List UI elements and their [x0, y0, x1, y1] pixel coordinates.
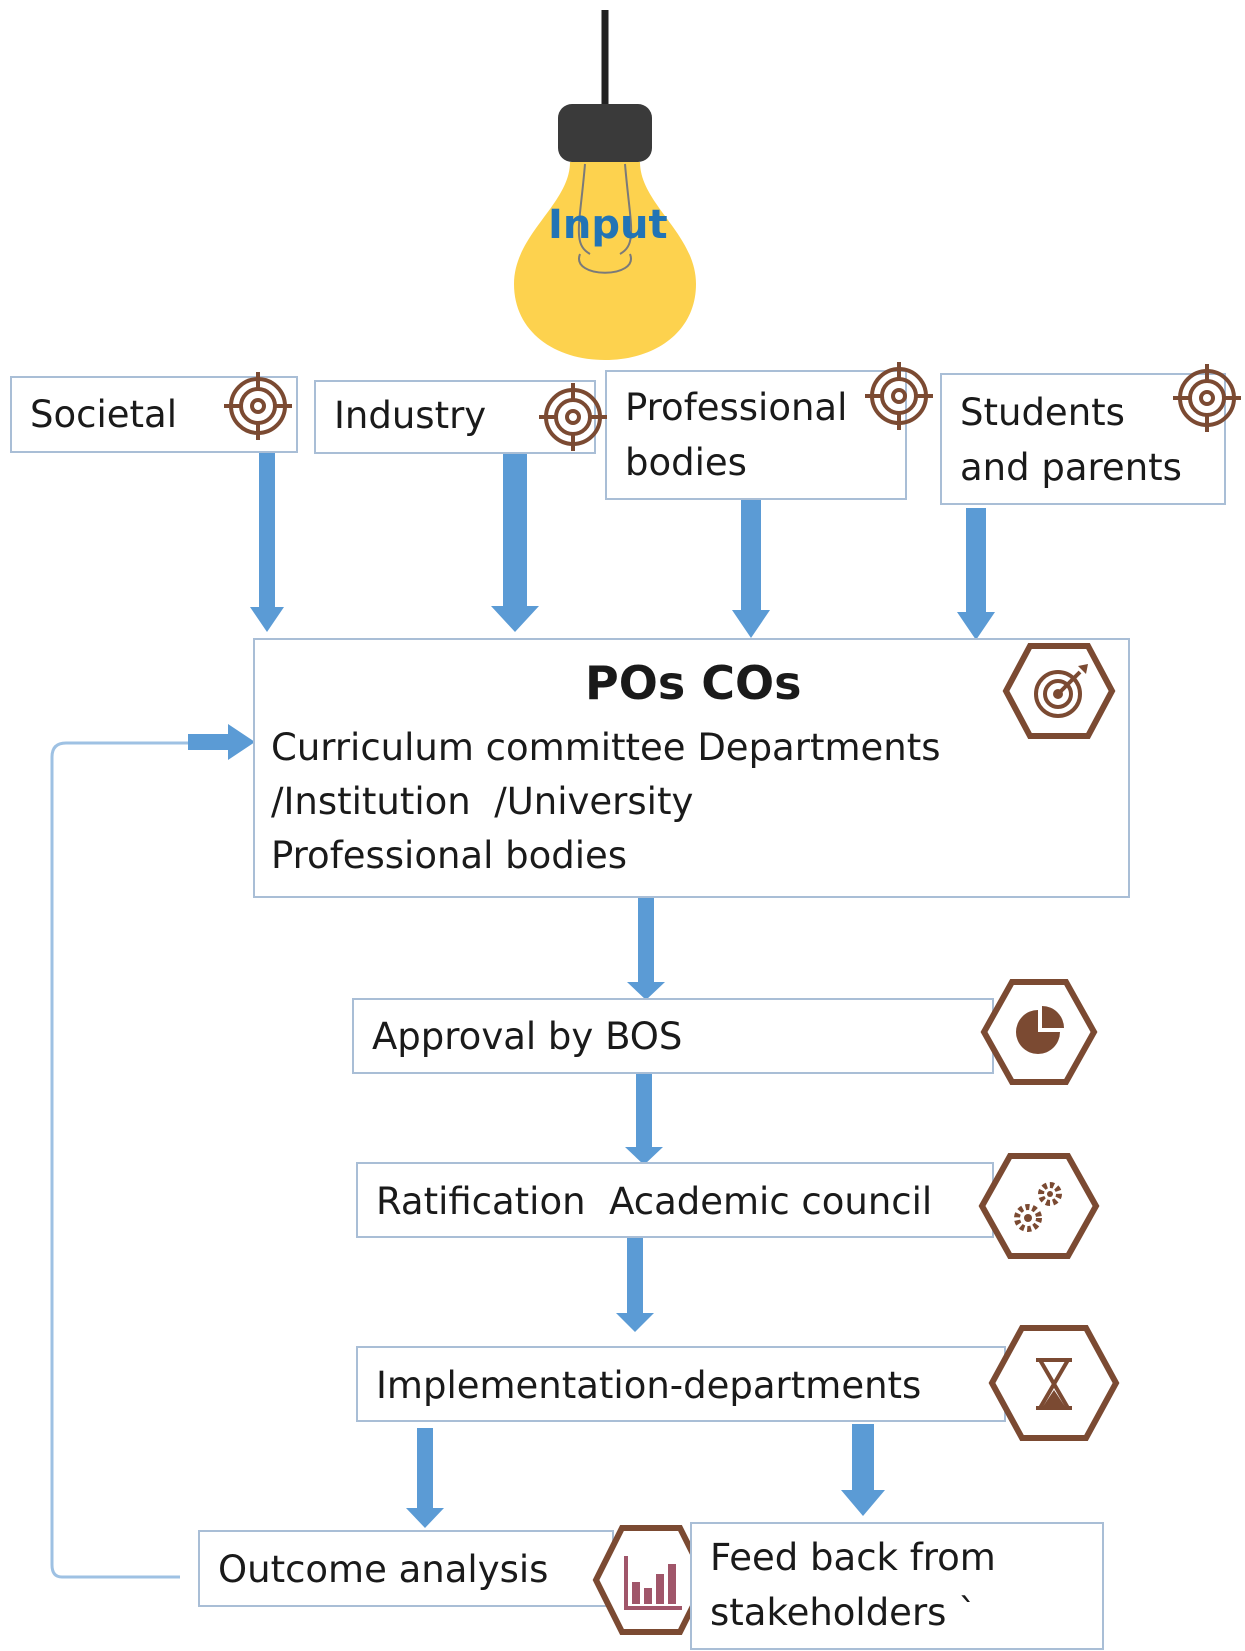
input-label-line-1: Students	[960, 391, 1125, 434]
gears-icon	[978, 1153, 1100, 1259]
bar-chart-icon	[592, 1525, 710, 1635]
arrow-ratification-to-implementation	[616, 1237, 654, 1332]
step-box-ratification: Ratification Academic council	[356, 1162, 994, 1238]
step-box-approval: Approval by BOS	[352, 998, 994, 1074]
arrow-implementation-to-feedback	[841, 1424, 885, 1516]
input-box-professional-bodies: Professional bodies	[605, 370, 907, 500]
input-label-line-2: bodies	[625, 441, 747, 484]
input-label: Societal	[30, 393, 177, 436]
feedback-line-2: stakeholders `	[710, 1591, 977, 1634]
feedback-box: Feed back from stakeholders `	[690, 1522, 1104, 1650]
input-label: Industry	[334, 394, 487, 437]
pos-cos-title: POs COs	[585, 656, 802, 710]
step-label: Approval by BOS	[372, 1015, 683, 1058]
pos-cos-line-1: Curriculum committee Departments	[271, 726, 941, 769]
input-box-students-and-parents: Students and parents	[940, 373, 1226, 505]
arrow-loop-into-pos	[188, 724, 255, 760]
arrow-professional-to-pos	[732, 500, 770, 638]
outcome-label: Outcome analysis	[218, 1548, 549, 1591]
input-box-societal: Societal	[10, 376, 298, 453]
pos-cos-line-3: Professional bodies	[271, 834, 628, 877]
arrow-industry-to-pos	[491, 452, 539, 632]
feedback-line-1: Feed back from	[710, 1536, 996, 1579]
outcome-analysis-box: Outcome analysis	[198, 1530, 614, 1607]
pie-chart-icon	[980, 979, 1098, 1085]
arrow-pos-to-bos	[627, 897, 665, 1000]
bulb-icon	[514, 104, 696, 360]
arrow-implementation-to-outcome	[406, 1428, 444, 1528]
step-label: Ratification Academic council	[376, 1180, 933, 1223]
pos-cos-line-2: /Institution /University	[271, 780, 694, 823]
arrow-societal-to-pos	[250, 452, 284, 632]
target-icon	[1173, 364, 1241, 432]
step-box-implementation: Implementation-departments	[356, 1346, 1006, 1422]
bulb-label: Input	[548, 202, 668, 248]
arrow-bos-to-ratification	[625, 1073, 663, 1165]
hourglass-icon	[988, 1325, 1120, 1441]
step-label: Implementation-departments	[376, 1364, 922, 1407]
target-icon	[865, 362, 933, 430]
feedback-loop-line	[50, 741, 188, 1579]
target-icon	[224, 372, 292, 440]
pos-cos-box: POs COs Curriculum committee Departments…	[253, 638, 1130, 898]
target-icon	[539, 383, 607, 451]
input-label-line-2: and parents	[960, 446, 1182, 489]
arrow-students-to-pos	[957, 508, 995, 640]
input-label-line-1: Professional	[625, 386, 848, 429]
bullseye-icon	[1002, 643, 1116, 739]
